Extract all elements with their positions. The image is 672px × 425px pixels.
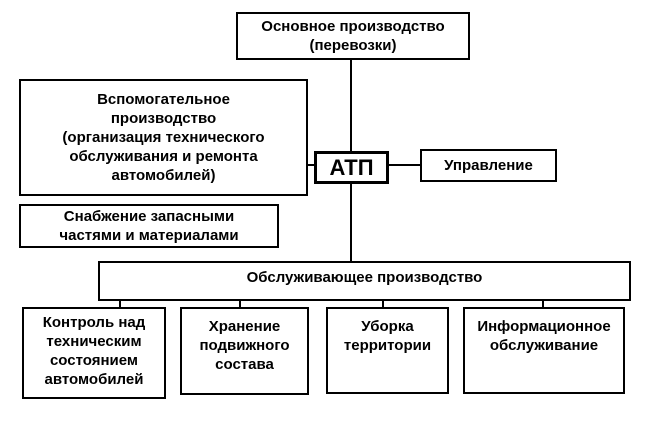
auxiliary-production-box: Вспомогательное производство (организаци… bbox=[19, 79, 308, 196]
main-production-box: Основное производство (перевозки) bbox=[236, 12, 470, 60]
control-technical-state-box: Контроль над техническим состоянием авто… bbox=[22, 307, 166, 399]
information-service-box: Информационное обслуживание bbox=[463, 307, 625, 394]
management-box: Управление bbox=[420, 149, 557, 182]
atp-box: АТП bbox=[314, 151, 389, 184]
territory-cleaning-box: Уборка территории bbox=[326, 307, 449, 394]
service-production-box: Обслуживающее производство bbox=[98, 261, 631, 301]
rolling-stock-storage-box: Хранение подвижного состава bbox=[180, 307, 309, 395]
supply-box: Снабжение запасными частями и материалам… bbox=[19, 204, 279, 248]
